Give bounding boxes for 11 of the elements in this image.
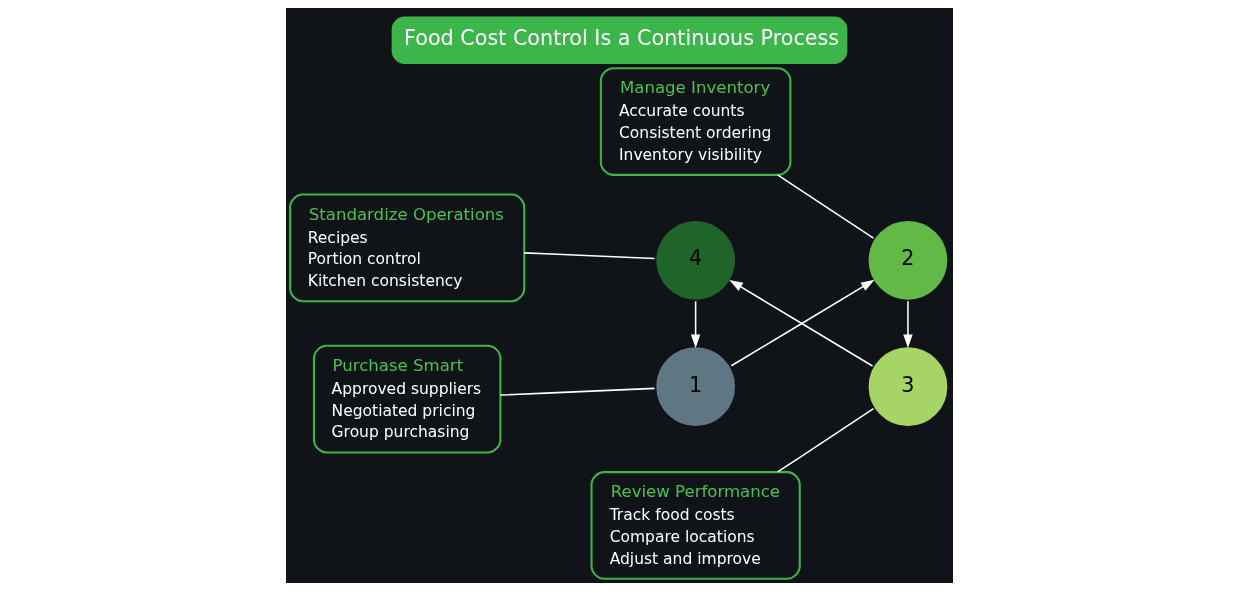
arrow	[902, 300, 913, 349]
node-box: Standardize Operations Recipes Portion control Kitchen consistency	[288, 193, 525, 303]
node-box: Purchase Smart Approved suppliers Negotiated pricing Group purchasing	[312, 344, 501, 454]
arrow	[690, 300, 700, 349]
connector	[776, 407, 874, 473]
node-box: Review Performance Track food costs Compare locations Adjust and improve	[590, 471, 801, 580]
connector	[499, 387, 655, 396]
node-box: Manage Inventory Accurate counts Consistent ordering Inventory visibility	[599, 67, 791, 176]
connector	[523, 252, 655, 260]
diagram-title: Food Cost Control Is a Continuous Process	[403, 26, 839, 51]
connector	[776, 174, 874, 239]
